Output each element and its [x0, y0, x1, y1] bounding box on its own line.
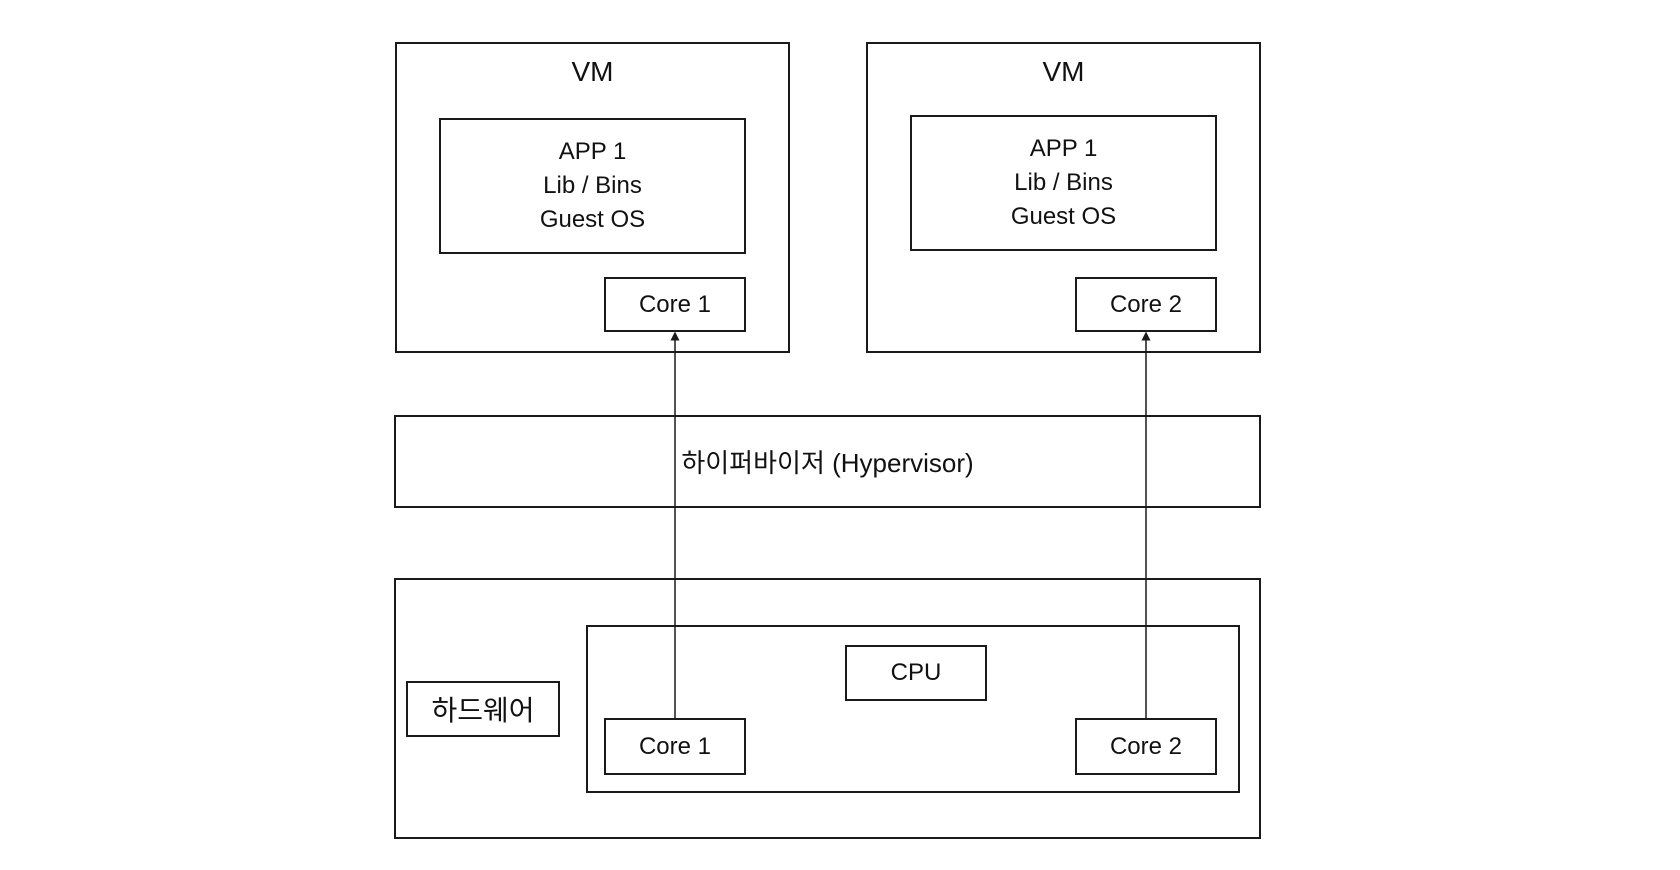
- cpu-core-right-box: Core 2: [1075, 718, 1217, 775]
- vm-left-app-label: APP 1: [558, 138, 627, 165]
- vm-right-app-label: APP 1: [1029, 135, 1098, 162]
- cpu-label: CPU: [890, 659, 942, 686]
- hardware-label: 하드웨어: [431, 695, 535, 726]
- hypervisor-box: 하이퍼바이저 (Hypervisor): [394, 415, 1261, 508]
- vm-left-core-box: Core 1: [604, 277, 746, 332]
- vm-right-software-stack: APP 1 Lib / Bins Guest OS: [910, 115, 1217, 251]
- vm-right-title: VM: [1042, 56, 1085, 87]
- cpu-core-left-box: Core 1: [604, 718, 746, 775]
- vm-left-box: [395, 42, 790, 353]
- hardware-label-box: 하드웨어: [406, 681, 560, 737]
- vm-left-core-label: Core 1: [638, 290, 712, 318]
- vm-right-libbins-label: Lib / Bins: [1014, 169, 1113, 196]
- vm-left-software-stack: APP 1 Lib / Bins Guest OS: [439, 118, 746, 254]
- cpu-box: [586, 625, 1240, 793]
- hardware-box: [394, 578, 1261, 839]
- vm-right-core-label: Core 2: [1109, 290, 1183, 318]
- vm-right-box: [866, 42, 1261, 353]
- vm-right-core-box: Core 2: [1075, 277, 1217, 332]
- hypervisor-label: 하이퍼바이저 (Hypervisor): [681, 448, 974, 478]
- vm-right-guestos-label: Guest OS: [1010, 203, 1117, 230]
- cpu-label-box: CPU: [845, 645, 987, 701]
- vm-left-libbins-label: Lib / Bins: [543, 172, 642, 199]
- vm-left-guestos-label: Guest OS: [539, 206, 646, 233]
- cpu-core-right-label: Core 2: [1109, 732, 1183, 760]
- vm-left-title: VM: [571, 56, 614, 87]
- cpu-core-left-label: Core 1: [638, 732, 712, 760]
